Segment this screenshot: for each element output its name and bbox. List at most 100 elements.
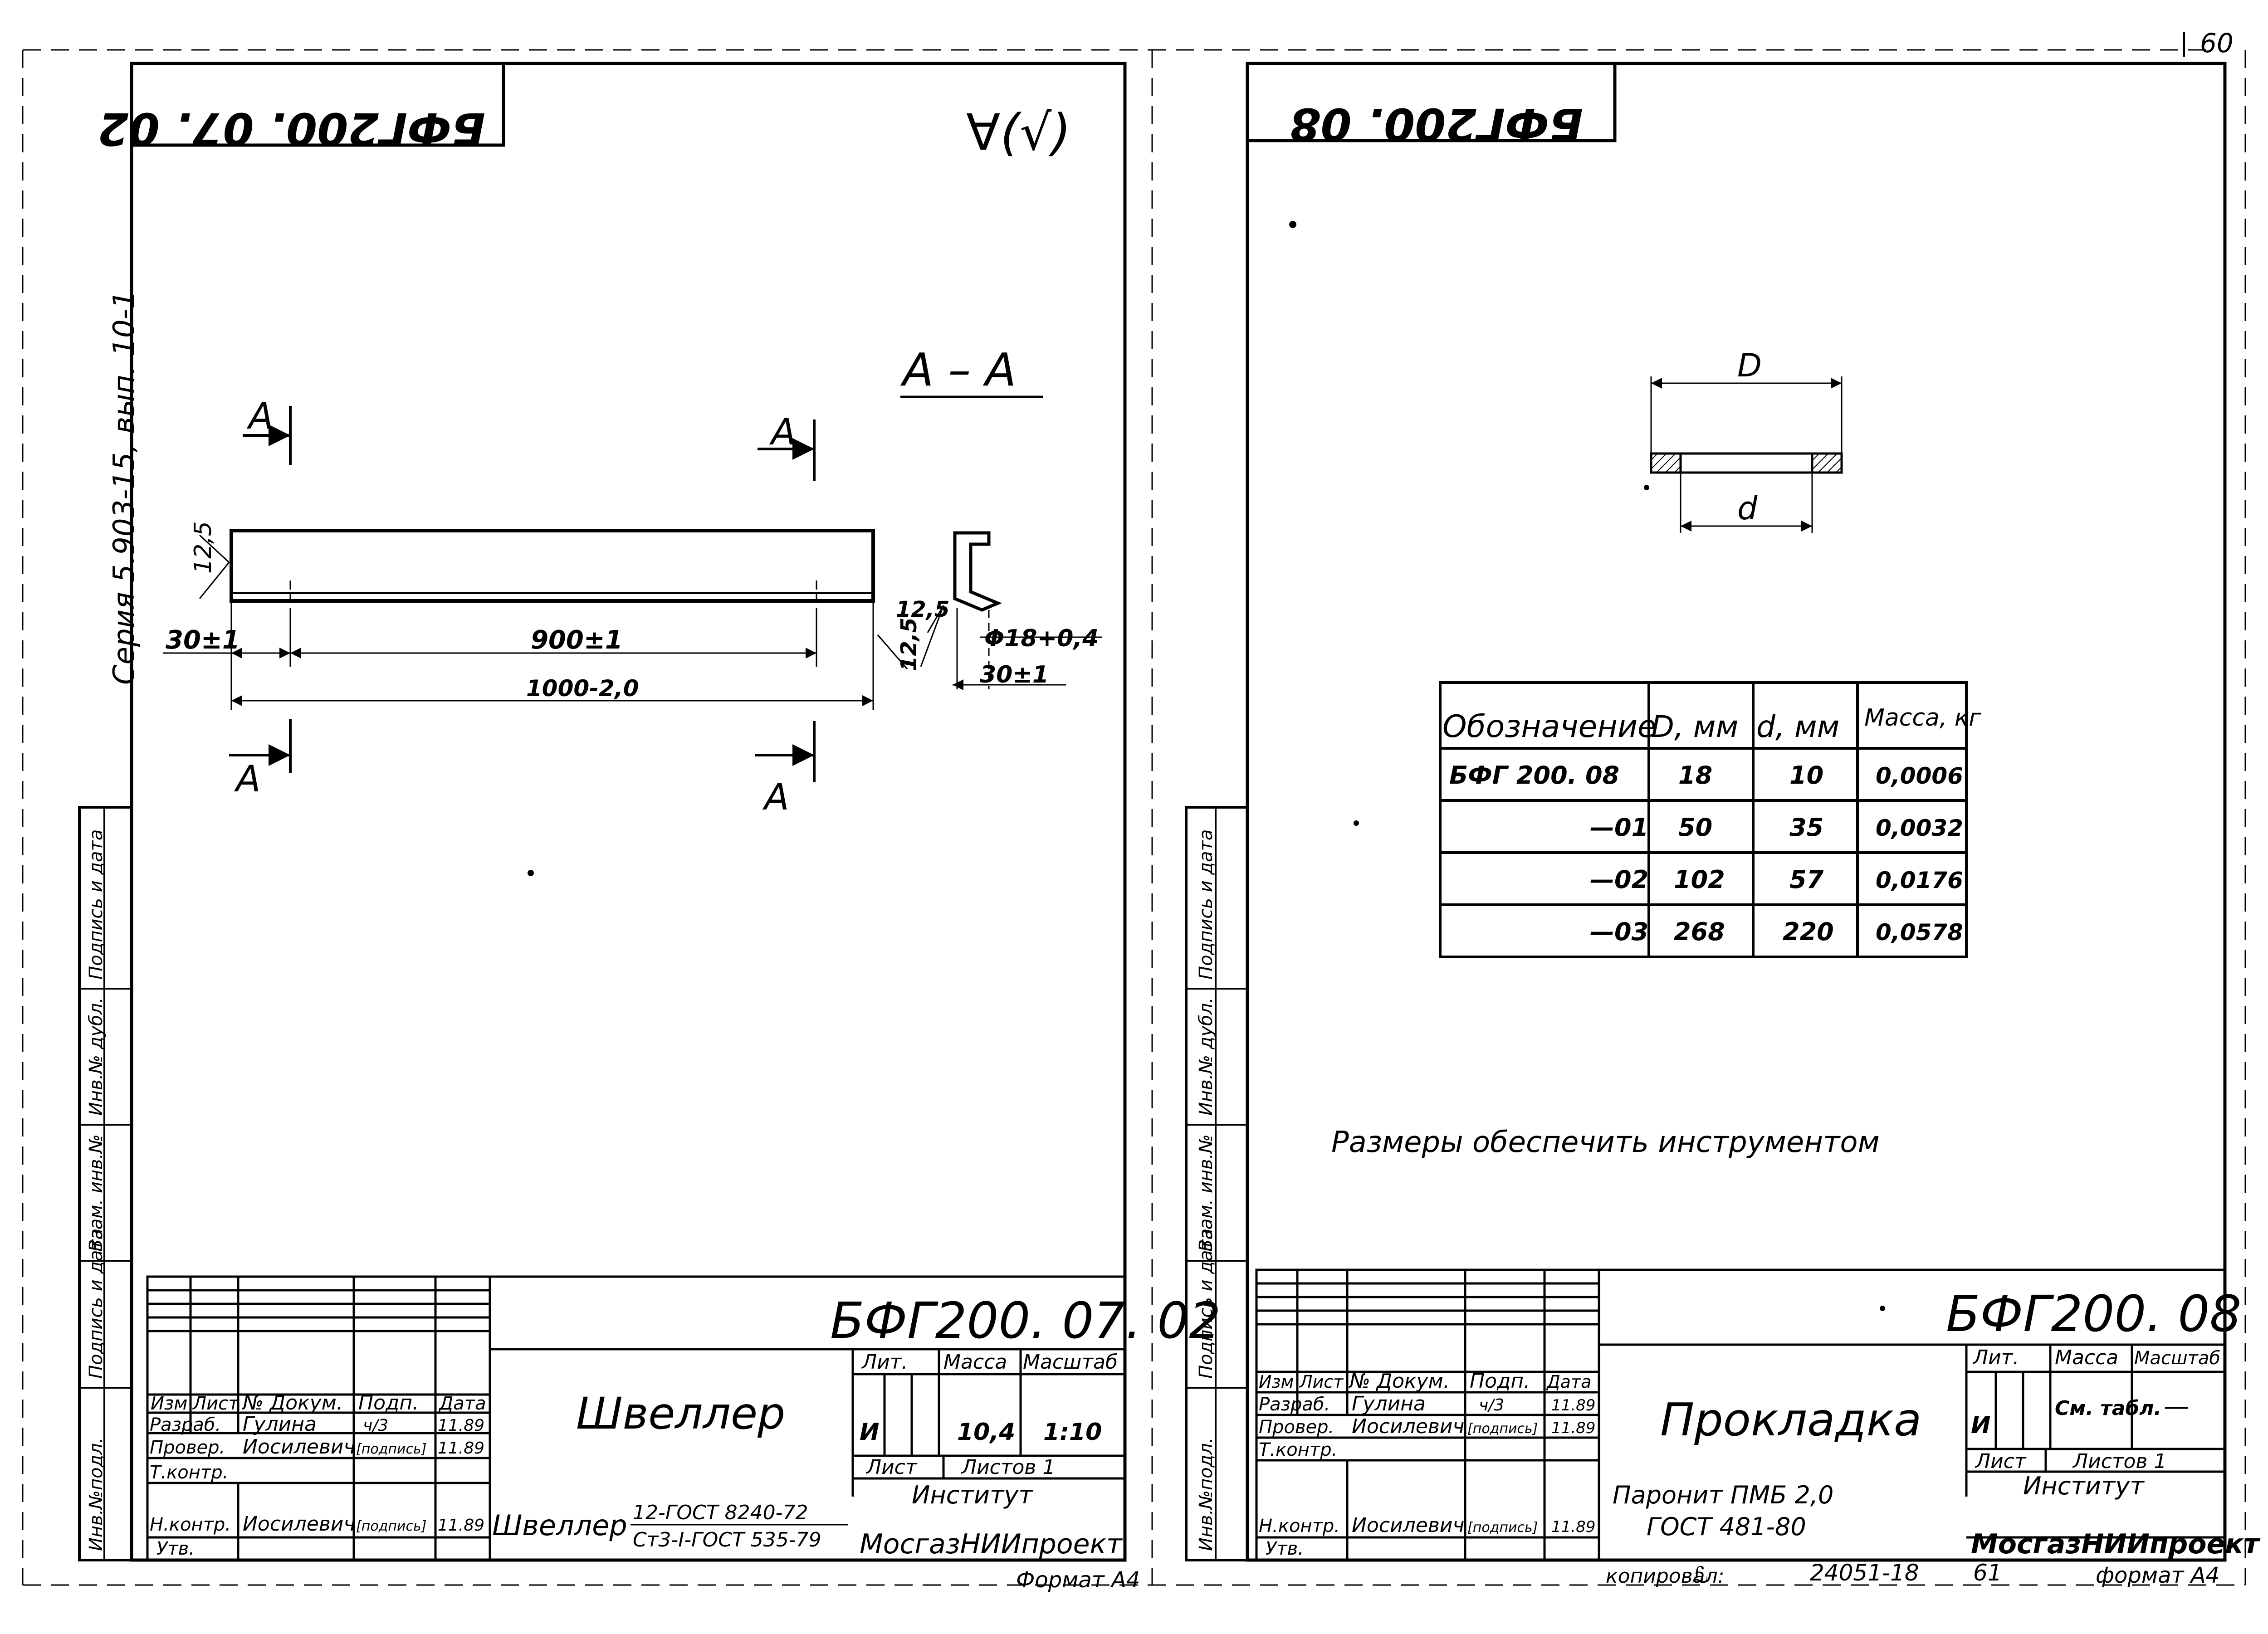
svg-text:Иосилевич: Иосилевич xyxy=(1352,1514,1464,1537)
svg-text:Подпись и дата: Подпись и дата xyxy=(1196,1229,1217,1379)
svg-text:А: А xyxy=(246,395,274,437)
svg-text:10,4: 10,4 xyxy=(957,1419,1015,1446)
left-tb-code: БФГ200. 07. 02 xyxy=(830,1292,1221,1350)
svg-text:18: 18 xyxy=(1678,761,1712,790)
series-label: Серия 5.903-15, вып. 10-1 xyxy=(108,290,141,685)
svg-text:Утв.: Утв. xyxy=(1266,1538,1304,1559)
svg-text:Разраб.: Разраб. xyxy=(1259,1394,1330,1415)
right-side-labels: Инв.№подл. Подпись и дата Взам. инв.№ Ин… xyxy=(1196,829,1217,1551)
outer-dash-border xyxy=(22,49,2246,1586)
svg-text:900±1: 900±1 xyxy=(531,625,623,655)
svg-text:Подпись и дата: Подпись и дата xyxy=(86,829,107,980)
note-text: Размеры обеспечить инструментом xyxy=(1331,1126,1880,1159)
svg-text:Швеллер: Швеллер xyxy=(492,1509,627,1542)
svg-text:Лит.: Лит. xyxy=(861,1351,908,1374)
svg-text:ч/3: ч/3 xyxy=(363,1416,388,1435)
svg-text:10: 10 xyxy=(1789,761,1823,790)
svg-text:Подп.: Подп. xyxy=(1470,1370,1530,1393)
svg-text:Инв.№подл.: Инв.№подл. xyxy=(86,1437,107,1551)
gasket-drawing xyxy=(1650,376,1843,533)
svg-text:Инв.№ дубл.: Инв.№ дубл. xyxy=(86,997,107,1116)
svg-text:11.89: 11.89 xyxy=(438,1439,484,1458)
svg-text:А: А xyxy=(762,776,789,818)
svg-text:57: 57 xyxy=(1789,865,1824,894)
svg-text:Иосилевич: Иосилевич xyxy=(1352,1415,1464,1438)
left-code-top: БФГ200. 07. 02 xyxy=(98,102,485,154)
svg-text:1000-2,0: 1000-2,0 xyxy=(526,675,639,702)
svg-text:11.89: 11.89 xyxy=(1551,1518,1595,1536)
right-tb-name: Прокладка xyxy=(1660,1393,1921,1446)
right-tb-code: БФГ200. 08 xyxy=(1946,1285,2241,1343)
variants-table: Обозначение D, мм d, мм Масса, кг БФГ 20… xyxy=(1439,681,1981,958)
dimension-lines xyxy=(163,648,873,706)
svg-text:[подпись]: [подпись] xyxy=(1467,1421,1538,1437)
svg-text:Масштаб: Масштаб xyxy=(2134,1348,2220,1369)
svg-text:30±1: 30±1 xyxy=(980,661,1049,688)
svg-text:Иосилевич: Иосилевич xyxy=(243,1512,355,1536)
table-row: —02 102 57 0,0176 xyxy=(1590,865,1963,894)
svg-text:Изм: Изм xyxy=(151,1393,187,1414)
svg-text:МосгазНИИпроект: МосгазНИИпроект xyxy=(860,1528,1123,1560)
svg-text:[подпись]: [подпись] xyxy=(356,1518,426,1534)
svg-text:МосгазНИИпроект: МосгазНИИпроект xyxy=(1971,1528,2261,1560)
svg-text:0,0578: 0,0578 xyxy=(1876,919,1963,946)
svg-text:А: А xyxy=(769,411,796,453)
roughness-symbol: ∀(√) xyxy=(966,103,1071,161)
svg-text:Иосилевич: Иосилевич xyxy=(243,1435,355,1458)
scan-dots xyxy=(528,221,1885,1311)
left-sheet: Инв.№подл. Подпись и дата Взам. инв.№ Ин… xyxy=(78,62,1221,1593)
svg-text:формат А4: формат А4 xyxy=(2096,1563,2219,1588)
svg-text:Паронит ПМБ 2,0: Паронит ПМБ 2,0 xyxy=(1613,1481,1833,1509)
svg-text:Утв.: Утв. xyxy=(156,1538,195,1559)
svg-text:Листов 1: Листов 1 xyxy=(2072,1450,2166,1473)
table-row: —01 50 35 0,0032 xyxy=(1590,813,1963,842)
section-title: А – А xyxy=(900,343,1016,396)
svg-text:30±1: 30±1 xyxy=(166,625,240,655)
svg-text:Инв.№ дубл.: Инв.№ дубл. xyxy=(1196,997,1217,1116)
svg-text:50: 50 xyxy=(1678,813,1712,842)
svg-text:0,0032: 0,0032 xyxy=(1876,815,1963,841)
svg-text:Инв.№подл.: Инв.№подл. xyxy=(1196,1437,1217,1551)
svg-text:Т.контр.: Т.контр. xyxy=(150,1462,228,1483)
svg-text:12-ГОСТ 8240-72: 12-ГОСТ 8240-72 xyxy=(633,1501,808,1524)
svg-text:1:10: 1:10 xyxy=(1043,1419,1102,1446)
svg-text:Масса, кг: Масса, кг xyxy=(1864,704,1981,732)
svg-text:0,0006: 0,0006 xyxy=(1876,763,1963,789)
svg-text:12,5: 12,5 xyxy=(190,521,217,574)
sheet-number: 61 xyxy=(1973,1560,2002,1586)
svg-text:11.89: 11.89 xyxy=(1551,1419,1595,1437)
svg-text:Н.контр.: Н.контр. xyxy=(1259,1516,1340,1536)
svg-text:Институт: Институт xyxy=(912,1481,1033,1509)
svg-text:d, мм: d, мм xyxy=(1756,709,1839,744)
svg-text:Обозначение: Обозначение xyxy=(1442,709,1657,745)
svg-text:См. табл.: См. табл. xyxy=(2055,1397,2161,1420)
svg-text:Изм: Изм xyxy=(1259,1372,1294,1392)
svg-text:Масса: Масса xyxy=(943,1351,1007,1374)
svg-text:11.89: 11.89 xyxy=(438,1516,484,1535)
svg-text:Гулина: Гулина xyxy=(1352,1392,1426,1415)
svg-text:Дата: Дата xyxy=(438,1393,486,1414)
right-code-top: БФГ200. 08 xyxy=(1290,98,1583,150)
svg-text:Взам. инв.№: Взам. инв.№ xyxy=(86,1134,107,1252)
svg-text:ГОСТ 481-80: ГОСТ 481-80 xyxy=(1647,1512,1806,1541)
svg-text:11.89: 11.89 xyxy=(1551,1396,1595,1415)
svg-text:220: 220 xyxy=(1783,917,1834,946)
copied-label: копировал: xyxy=(1606,1565,1725,1588)
svg-text:0,0176: 0,0176 xyxy=(1876,867,1963,893)
svg-text:Ст3-I-ГОСТ 535-79: Ст3-I-ГОСТ 535-79 xyxy=(633,1528,821,1551)
table-row: —03 268 220 0,0578 xyxy=(1590,917,1963,946)
svg-text:D: D xyxy=(1737,347,1762,384)
left-side-labels: Инв.№подл. Подпись и дата Взам. инв.№ Ин… xyxy=(86,829,107,1551)
svg-text:Разраб.: Разраб. xyxy=(150,1415,221,1435)
svg-text:d: d xyxy=(1737,490,1758,527)
svg-text:Подпись и дата: Подпись и дата xyxy=(1196,829,1217,980)
svg-text:—: — xyxy=(2164,1392,2189,1421)
section-marks xyxy=(229,406,816,782)
svg-text:35: 35 xyxy=(1789,813,1823,842)
svg-text:Н.контр.: Н.контр. xyxy=(150,1514,231,1535)
svg-text:Лист: Лист xyxy=(1975,1450,2027,1473)
svg-text:Масштаб: Масштаб xyxy=(1023,1351,1118,1374)
svg-text:Подпись и дата: Подпись и дата xyxy=(86,1229,107,1379)
svg-text:Лист: Лист xyxy=(865,1456,918,1479)
